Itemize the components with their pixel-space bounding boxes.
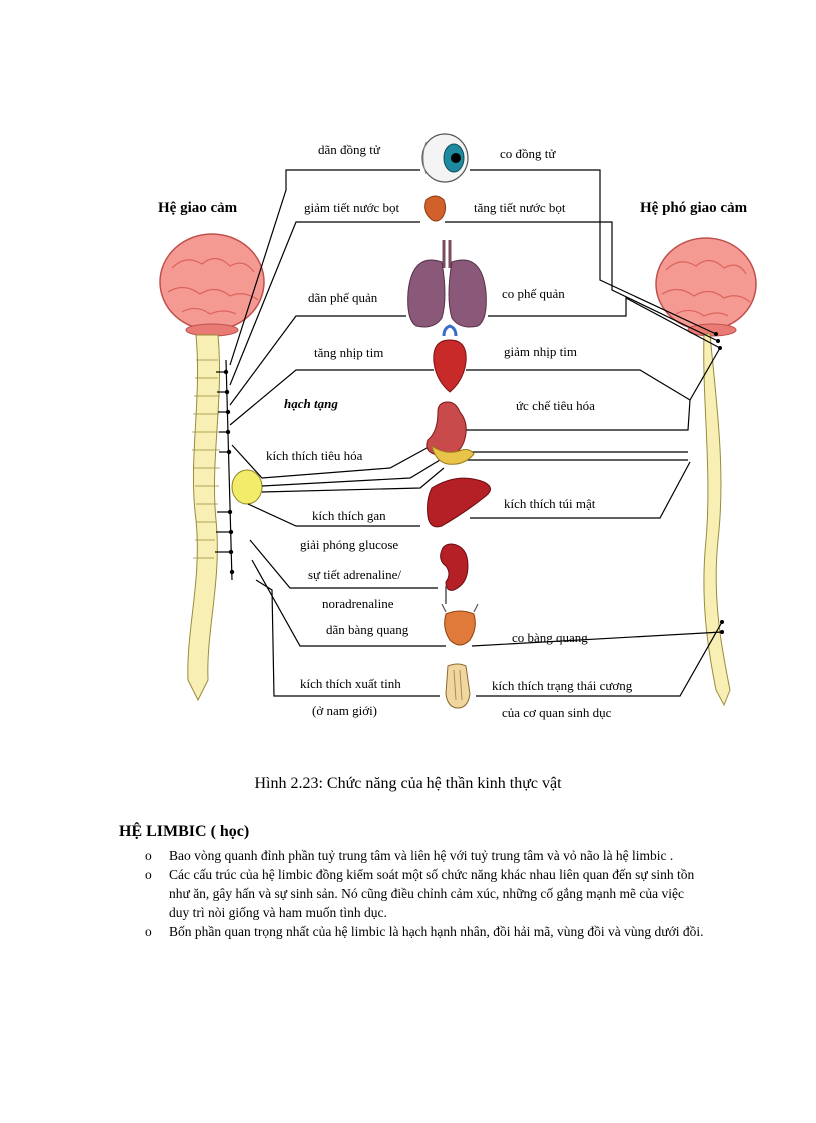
genitals-sympathetic-label-1: kích thích xuất tinh: [300, 676, 401, 691]
bullet-marker: o: [145, 867, 152, 882]
liver-icon: [427, 477, 491, 528]
bullet-marker: o: [145, 848, 152, 863]
adrenal-sympathetic-label-1: sự tiết adrenaline/: [308, 567, 401, 582]
parasympathetic-title: Hệ phó giao cảm: [640, 200, 748, 216]
list-item-text: Bốn phần quan trọng nhất của hệ limbic l…: [169, 924, 704, 939]
list-item: o Bốn phần quan trọng nhất của hệ limbic…: [145, 922, 705, 941]
bladder-parasympathetic-label: co bàng quang: [512, 630, 588, 645]
genitals-icon: [445, 663, 471, 709]
salivary-sympathetic-label: giảm tiết nước bọt: [304, 200, 400, 215]
eye-icon: [421, 133, 469, 183]
salivary-parasympathetic-label: tăng tiết nước bọt: [474, 200, 566, 215]
autonomic-nervous-system-diagram: Hệ giao cảm Hệ phó giao cảm hạch tạng: [158, 133, 757, 720]
genitals-sympathetic-label-2: (ở nam giới): [312, 703, 377, 718]
list-item-text: Bao vòng quanh đỉnh phần tuỷ trung tâm v…: [169, 848, 674, 863]
eye-parasympathetic-label: co đồng tử: [500, 146, 556, 161]
bladder-sympathetic-label: dãn bàng quang: [326, 622, 409, 637]
limbic-bullet-list: o Bao vòng quanh đỉnh phần tuỷ trung tâm…: [145, 846, 705, 941]
figure-caption: Hình 2.23: Chức năng của hệ thần kinh th…: [254, 775, 562, 792]
liver-parasympathetic-label: kích thích túi mật: [504, 496, 596, 511]
genitals-parasympathetic-label-2: của cơ quan sinh dục: [502, 705, 612, 720]
list-item: o Bao vòng quanh đỉnh phần tuỷ trung tâm…: [145, 846, 705, 865]
list-item-text: Các cấu trúc của hệ limbic đồng kiểm soá…: [169, 867, 695, 920]
sympathetic-title: Hệ giao cảm: [158, 200, 238, 216]
lungs-parasympathetic-label: co phế quản: [502, 286, 565, 301]
sympathetic-chain: [215, 359, 235, 581]
bladder-icon: [441, 603, 479, 646]
eye-sympathetic-label: dãn đồng tử: [318, 142, 381, 157]
heart-parasympathetic-label: giảm nhịp tim: [504, 344, 577, 359]
kidney-icon: [440, 543, 469, 604]
genitals-parasympathetic-label-1: kích thích trạng thái cương: [492, 678, 633, 693]
bullet-marker: o: [145, 924, 152, 939]
heart-sympathetic-label: tăng nhịp tim: [314, 345, 383, 360]
stomach-sympathetic-label: kích thích tiêu hóa: [266, 448, 363, 463]
heart-icon: [433, 324, 467, 393]
left-brain-icon: [159, 233, 265, 337]
stomach-parasympathetic-label: ức chế tiêu hóa: [516, 398, 595, 413]
lungs-icon: [407, 240, 487, 328]
left-cord-segments: [192, 359, 220, 559]
section-title: HỆ LIMBIC ( học): [119, 823, 250, 840]
liver-sympathetic-label-1: kích thích gan: [312, 508, 386, 523]
list-item: o Các cấu trúc của hệ limbic đồng kiểm s…: [145, 865, 705, 922]
left-spinal-cord: [187, 334, 220, 702]
lungs-sympathetic-label: dãn phế quản: [308, 290, 378, 305]
celiac-ganglion-label: hạch tạng: [284, 396, 338, 411]
stomach-icon: [426, 401, 475, 465]
liver-sympathetic-label-2: giải phóng glucose: [300, 537, 398, 552]
adrenal-sympathetic-label-2: noradrenaline: [322, 596, 394, 611]
celiac-ganglion: [231, 469, 263, 505]
right-spinal-cord: [703, 333, 731, 707]
salivary-gland-icon: [424, 195, 447, 222]
